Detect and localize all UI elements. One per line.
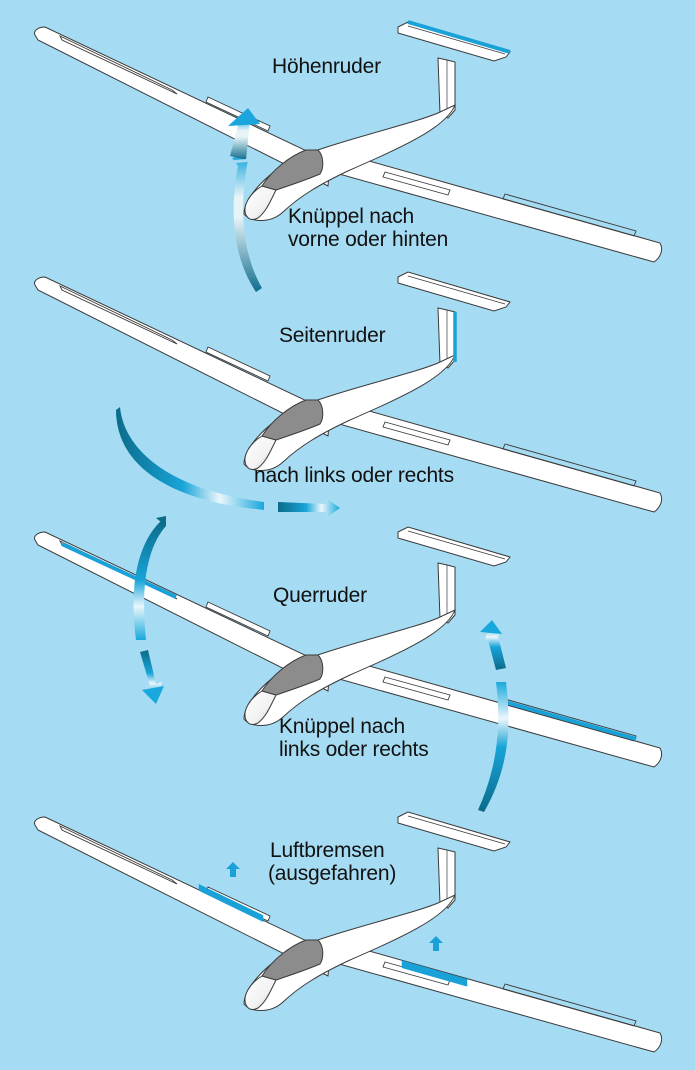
glider-rudder-panel (34, 271, 663, 513)
rudder-title: Seitenruder (279, 324, 386, 347)
right-spoiler-highlight (401, 960, 468, 987)
right-spoiler-up-arrow (429, 936, 443, 951)
aileron-caption-line-1: Knüppel nach (279, 715, 406, 738)
elevator-caption-line-2: vorne oder hinten (288, 228, 449, 251)
rudder-caption: nach links oder rechts (254, 464, 454, 487)
left-spoiler-highlight (198, 884, 264, 922)
elevator-highlight (407, 20, 511, 54)
roll-arrow-left (133, 516, 166, 704)
aileron-title: Querruder (273, 584, 367, 607)
airbrakes-title: Luftbremsen (270, 839, 385, 862)
elevator-caption-line-1: Knüppel nach (288, 205, 415, 228)
elevator-title: Höhenruder (272, 55, 381, 78)
airbrakes-caption: (ausgefahren) (268, 862, 397, 885)
right-aileron-highlight (504, 700, 637, 741)
glider-airbrakes-panel (34, 811, 663, 1053)
roll-arrow-right (478, 620, 509, 812)
glider-elevator-panel (34, 20, 663, 292)
left-aileron-highlight (61, 542, 177, 599)
glider-aileron-panel (34, 526, 663, 768)
yaw-arrow (116, 407, 340, 518)
aileron-caption-line-2: links oder rechts (279, 738, 429, 761)
left-spoiler-up-arrow (226, 862, 240, 877)
pitch-arrow (228, 108, 262, 292)
